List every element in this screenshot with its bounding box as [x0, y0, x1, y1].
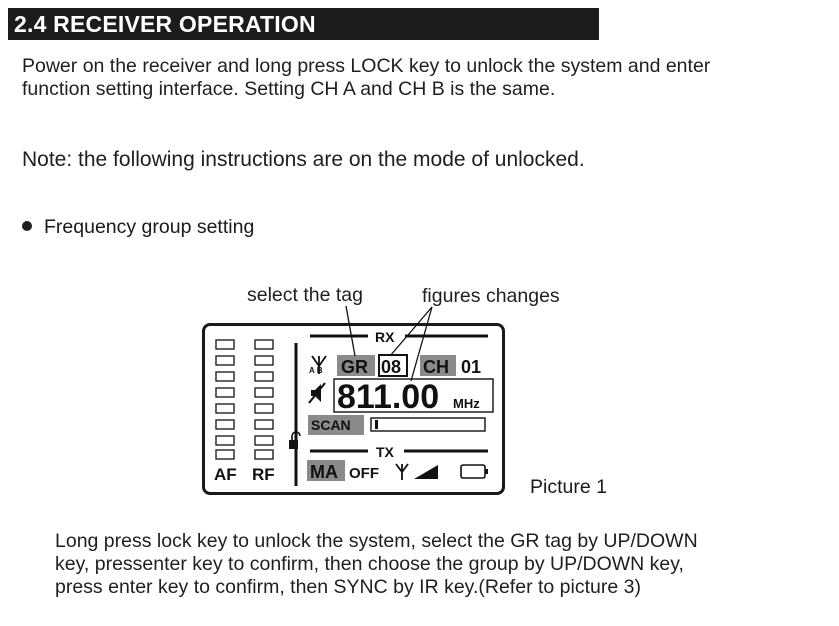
scan-progress-fill	[375, 420, 378, 429]
scan-label: SCAN	[311, 417, 351, 433]
ma-tag-highlight	[307, 460, 345, 481]
note-text: Note: the following instructions are on …	[22, 148, 585, 171]
unlock-icon	[289, 431, 301, 449]
antenna-ab-label: A B	[309, 366, 323, 375]
af-segment	[215, 371, 235, 382]
rx-label: RX	[375, 329, 395, 345]
af-label: AF	[214, 465, 237, 484]
rf-segment	[254, 355, 274, 366]
af-segment	[215, 387, 235, 398]
callout-figures-changes: figures changes	[422, 285, 560, 307]
intro-line-1: Power on the receiver and long press LOC…	[22, 55, 711, 77]
ch-value: 01	[461, 357, 481, 377]
lcd-display-frame	[202, 323, 505, 495]
section-header-bar: 2.4 RECEIVER OPERATION	[8, 8, 599, 40]
mute-speaker-icon	[308, 382, 326, 404]
signal-strength-icon	[414, 465, 438, 479]
gr-tag-highlight	[337, 355, 375, 376]
rf-segment	[254, 339, 274, 350]
tx-label: TX	[376, 444, 395, 460]
group-value-box	[378, 354, 408, 377]
off-label: OFF	[349, 465, 379, 482]
rf-segment	[254, 371, 274, 382]
rf-segment	[254, 435, 274, 446]
rf-segment	[254, 387, 274, 398]
group-value: 08	[381, 357, 401, 377]
ma-label: MA	[310, 462, 338, 482]
rf-segment	[254, 419, 274, 430]
battery-icon	[460, 464, 488, 479]
bullet-label: Frequency group setting	[44, 216, 255, 238]
gr-label: GR	[341, 357, 368, 377]
af-segment	[215, 339, 235, 350]
ch-label: CH	[423, 357, 449, 377]
intro-line-2: function setting interface. Setting CH A…	[22, 78, 556, 100]
scan-progress-bar	[370, 417, 486, 432]
antenna-ab-icon	[311, 355, 327, 374]
instructions-paragraph: Long press lock key to unlock the system…	[55, 530, 698, 599]
callout-pointer-group	[389, 306, 433, 357]
af-segment	[215, 419, 235, 430]
ch-tag-highlight	[420, 355, 456, 376]
instructions-line-1: Long press lock key to unlock the system…	[55, 530, 698, 552]
bullet-dot-icon	[22, 221, 32, 231]
af-segment	[215, 403, 235, 414]
callout-select-tag: select the tag	[247, 284, 363, 306]
scan-tag-highlight	[308, 415, 364, 435]
rf-label: RF	[252, 465, 275, 484]
instructions-line-3: press enter key to confirm, then SYNC by…	[55, 576, 641, 598]
rf-meter	[254, 339, 274, 460]
intro-paragraph: Power on the receiver and long press LOC…	[22, 55, 710, 101]
section-title: 2.4 RECEIVER OPERATION	[14, 11, 316, 37]
af-segment	[215, 355, 235, 366]
bullet-item: Frequency group setting	[22, 216, 254, 239]
picture-caption: Picture 1	[530, 476, 607, 498]
callout-pointer-frequency	[410, 306, 433, 382]
af-segment	[215, 435, 235, 446]
callout-pointer-tag	[345, 305, 356, 357]
af-meter	[215, 339, 235, 460]
rf-segment	[254, 403, 274, 414]
tx-antenna-icon	[395, 463, 409, 480]
af-segment	[215, 449, 235, 460]
frequency-value: 811.00	[337, 378, 439, 416]
frequency-box	[333, 378, 494, 413]
rf-segment	[254, 449, 274, 460]
frequency-unit: MHz	[453, 396, 480, 411]
instructions-line-2: key, pressenter key to confirm, then cho…	[55, 553, 684, 575]
